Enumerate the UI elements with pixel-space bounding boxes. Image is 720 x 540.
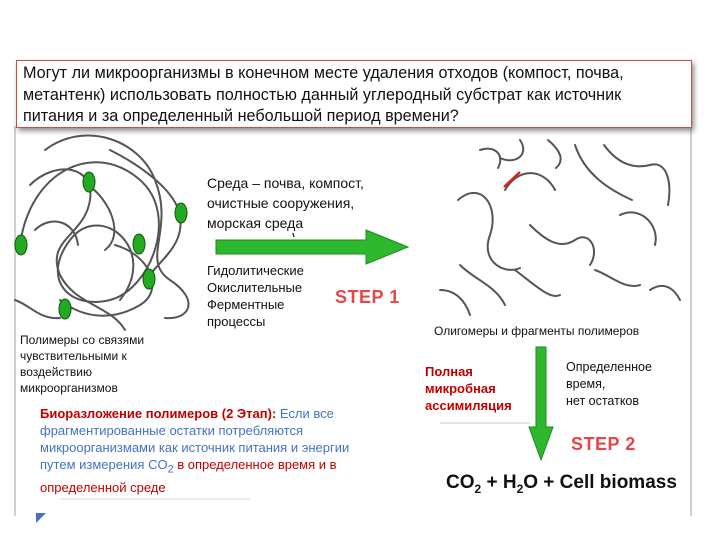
biodegradation-text-end: в определенное время и в определенной ср… <box>40 457 337 495</box>
oligomer-label: Олигомеры и фрагменты полимеров <box>434 324 640 338</box>
bond-node <box>14 234 28 256</box>
bond-node <box>174 202 188 224</box>
question-box: Могут ли микроорганизмы в конечном месте… <box>16 60 692 128</box>
process-types-label: Гидолитические Окислительные Ферментные … <box>207 262 304 330</box>
polymer-label-line: Полимеры со связями <box>20 333 145 347</box>
environment-line: Среда – почва, компост, <box>207 175 364 191</box>
step2-label: STEP 2 <box>571 434 636 454</box>
product-biomass: O + Cell biomass <box>523 472 677 493</box>
polymer-network <box>14 134 190 331</box>
bond-node <box>82 171 96 193</box>
biodegradation-note: Биоразложение полимеров (2 Этап): Если в… <box>40 405 385 496</box>
polymer-label: Полимеры со связями чувствительными к во… <box>20 332 190 396</box>
assimilation-label: Полная микробная ассимиляция <box>425 363 512 414</box>
bond-node <box>132 233 146 255</box>
biodegradation-title: Биоразложение полимеров (2 Этап): <box>40 406 277 421</box>
product-co2: CO <box>446 472 475 493</box>
biodegradation-subscript: 2 <box>167 463 174 476</box>
polymer-label-line: микроорганизмов <box>20 381 118 395</box>
slide-corner-mark <box>36 513 46 523</box>
product-h2o-subscript: 2 <box>516 481 524 496</box>
cleaved-bond <box>503 171 521 188</box>
environment-line: морская среда <box>207 215 304 231</box>
step1-label: STEP 1 <box>335 287 400 307</box>
polymer-label-line: чувствительными к <box>20 349 127 363</box>
process-line: Гидолитические <box>207 263 304 278</box>
assimilation-line: ассимиляция <box>425 398 512 413</box>
polymer-label-line: воздействию <box>20 365 92 379</box>
bond-node <box>58 298 72 320</box>
process-line: процессы <box>207 314 266 329</box>
assimilation-line: Полная <box>425 364 473 379</box>
question-text: Могут ли микроорганизмы в конечном месте… <box>23 64 624 125</box>
product-h2o: + H <box>481 472 517 493</box>
time-label-line: нет остатков <box>566 394 640 408</box>
bond-node <box>142 268 156 290</box>
step2-arrow <box>528 346 554 462</box>
process-line: Окислительные <box>207 280 303 295</box>
sensitive-bond-nodes <box>14 171 188 320</box>
product-co2-subscript: 2 <box>474 481 482 496</box>
step1-arrow <box>215 229 410 265</box>
time-label-line: время, <box>566 377 606 391</box>
environment-line: очистные сооружения, <box>207 195 355 211</box>
final-products: CO2 + H2O + Cell biomass <box>446 472 677 496</box>
environment-label: Среда – почва, компост, очистные сооруже… <box>207 173 407 233</box>
biodegradation-text: Если все фрагментированные остатки потре… <box>40 406 350 472</box>
process-line: Ферментные <box>207 297 285 312</box>
assimilation-line: микробная <box>425 381 496 396</box>
oligomer-fragments <box>439 139 681 316</box>
frame-left <box>14 126 16 516</box>
frame-right <box>690 126 692 516</box>
time-label-line: Определенное <box>566 360 652 374</box>
time-label: Определенное время, нет остатков <box>566 359 652 410</box>
